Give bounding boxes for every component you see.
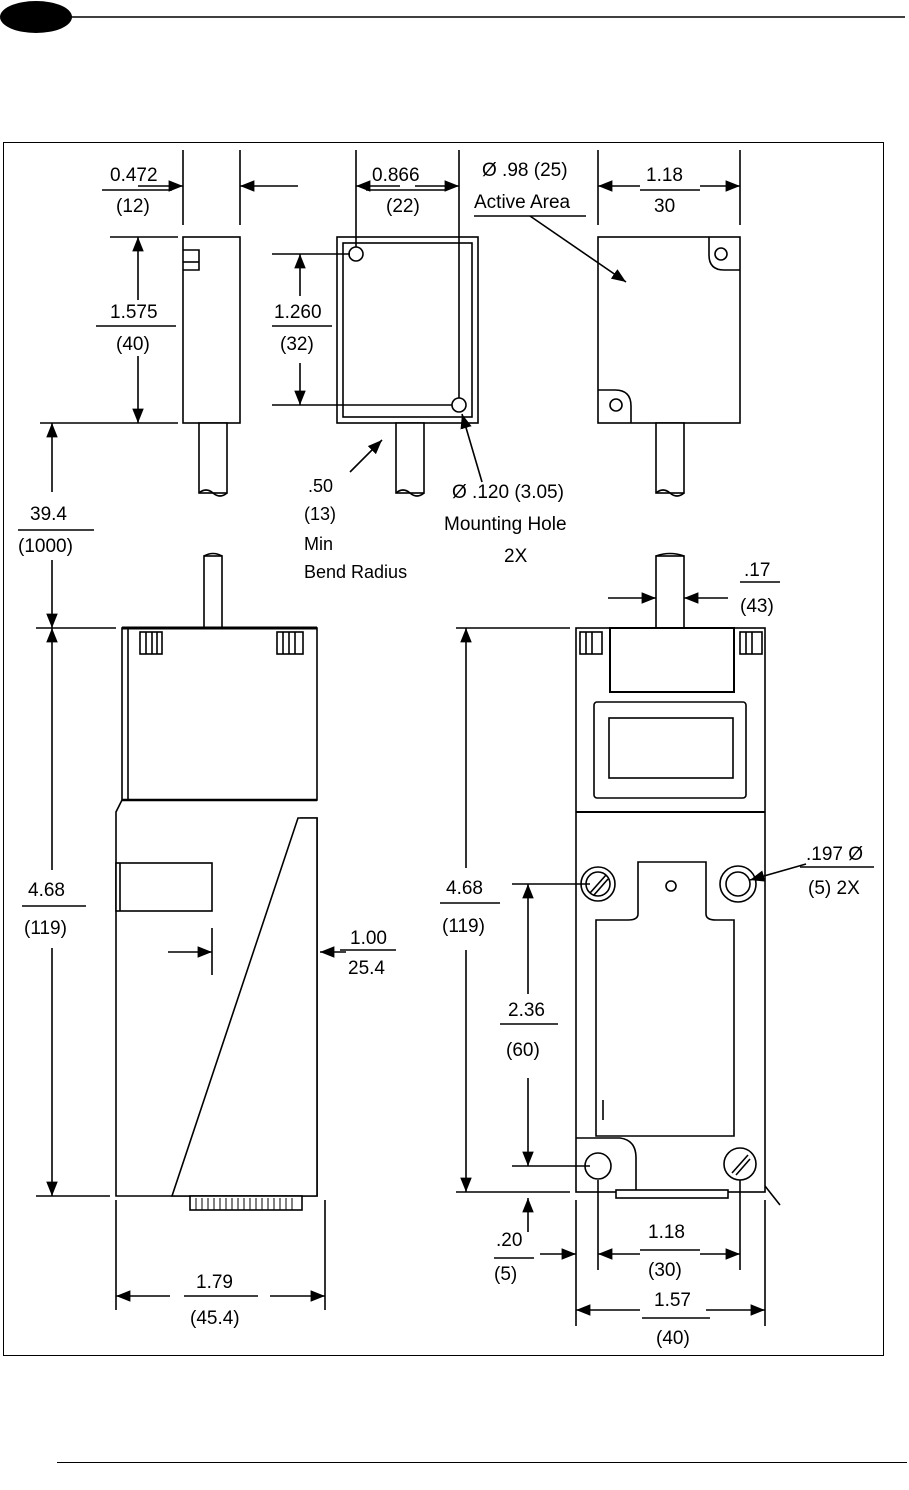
hole-dia: .197 Ø bbox=[806, 844, 863, 865]
back-view-top bbox=[598, 237, 740, 496]
right-height-in: 4.68 bbox=[446, 878, 483, 899]
side-height-mm: (40) bbox=[116, 334, 150, 355]
hole-spacing-mm: (22) bbox=[386, 196, 420, 217]
side-height-in: 1.575 bbox=[110, 302, 158, 323]
front-view-bottom bbox=[576, 554, 780, 1206]
active-area-dia: Ø .98 (25) bbox=[482, 160, 568, 181]
front-view-top bbox=[337, 237, 478, 496]
cable-dia-in: .17 bbox=[744, 560, 770, 581]
mounting-hole-count: 2X bbox=[504, 546, 528, 567]
hole-spacing-in: 0.866 bbox=[372, 165, 420, 186]
right-height-mm: (119) bbox=[442, 916, 485, 937]
hole-dia-count: (5) 2X bbox=[808, 878, 860, 899]
left-height-mm: (119) bbox=[24, 918, 67, 939]
bend-min: Min bbox=[304, 534, 333, 554]
right-width-mm: (40) bbox=[656, 1328, 690, 1349]
hole-spacing-h-mm: (30) bbox=[648, 1260, 682, 1281]
cable-length-in: 39.4 bbox=[30, 504, 67, 525]
hole-spacing-h-in: 1.18 bbox=[648, 1222, 685, 1243]
side-width-mm: (12) bbox=[116, 196, 150, 217]
offset-in: 1.00 bbox=[350, 928, 387, 949]
side-width-in: 0.472 bbox=[110, 165, 158, 186]
side-view-top bbox=[183, 237, 240, 496]
left-height-in: 4.68 bbox=[28, 880, 65, 901]
mounting-hole-label: Mounting Hole bbox=[444, 514, 567, 535]
edge-mm: (5) bbox=[494, 1264, 517, 1285]
cable-length-mm: (1000) bbox=[18, 536, 73, 557]
hole-spacing-v-in: 2.36 bbox=[508, 1000, 545, 1021]
left-width-in: 1.79 bbox=[196, 1272, 233, 1293]
hole-vertical-mm: (32) bbox=[280, 334, 314, 355]
left-width-mm: (45.4) bbox=[190, 1308, 240, 1329]
offset-mm: 25.4 bbox=[348, 958, 385, 979]
bend-radius-in: .50 bbox=[308, 476, 333, 496]
mounting-hole-dia: Ø .120 (3.05) bbox=[452, 482, 564, 503]
hole-vertical-in: 1.260 bbox=[274, 302, 322, 323]
active-area-label: Active Area bbox=[474, 192, 571, 213]
cable-dia-mm: (43) bbox=[740, 596, 774, 617]
bend-radius-mm: (13) bbox=[304, 504, 336, 524]
back-width-in: 1.18 bbox=[646, 165, 683, 186]
bend-radius-label: Bend Radius bbox=[304, 562, 407, 582]
right-width-in: 1.57 bbox=[654, 1290, 691, 1311]
edge-in: .20 bbox=[496, 1230, 522, 1251]
back-width-mm: 30 bbox=[654, 196, 675, 217]
side-view-bottom bbox=[116, 554, 317, 1211]
hole-spacing-v-mm: (60) bbox=[506, 1040, 540, 1061]
